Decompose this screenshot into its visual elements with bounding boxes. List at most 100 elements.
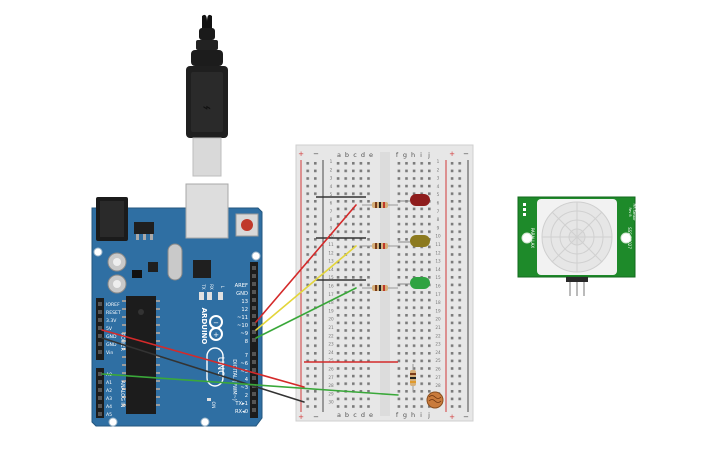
rail-minus-label-bl: − <box>313 413 319 421</box>
pin-label-5: ~5 <box>240 369 248 375</box>
pin-label-a3: A3 <box>106 396 112 402</box>
row-number: 29 <box>328 391 334 396</box>
pin-label-7: 7 <box>245 353 248 359</box>
wire-5v[interactable] <box>101 329 305 388</box>
rail-plus-label-bl: + <box>298 413 304 421</box>
row-number: 13 <box>328 259 334 264</box>
row-number: 21 <box>328 325 334 330</box>
tx-label: TX <box>201 283 206 289</box>
breadboard[interactable]: + − + − + − + − a b c d e f g h i j a b … <box>295 144 474 422</box>
row-number: 20 <box>435 317 441 322</box>
pir-sensor[interactable]: PARALLAX SSS-28027 PIR Sensor Rev B <box>517 196 636 296</box>
pin-label-3v3: 3.3V <box>106 318 117 324</box>
row-number: 14 <box>435 267 441 272</box>
svg-text:UNO: UNO <box>215 357 225 377</box>
col-label-g: g <box>403 151 407 159</box>
row-number: 6 <box>330 201 333 206</box>
row-number: 4 <box>330 184 333 189</box>
row-number: 23 <box>435 342 441 347</box>
atmega-chip <box>126 296 156 414</box>
resistor-1[interactable] <box>362 202 398 208</box>
rail-minus-label-tl: − <box>313 150 319 158</box>
resistor-ldr[interactable] <box>410 364 416 392</box>
led-green[interactable] <box>398 277 430 289</box>
pin-label-9: ~9 <box>240 331 248 337</box>
on-label: ON <box>210 402 216 409</box>
row-number: 1 <box>330 159 333 164</box>
on-led <box>207 398 211 401</box>
col-label-a-bottom: a <box>337 411 341 419</box>
left-power-rail[interactable] <box>304 160 320 412</box>
rail-minus-label-tr: − <box>463 150 469 158</box>
pin-label-12: 12 <box>241 307 248 313</box>
pin-label-0: RX◂0 <box>235 409 248 415</box>
wire-a0[interactable] <box>101 373 399 396</box>
row-number: 22 <box>328 333 334 338</box>
pin-label-3: ~3 <box>240 385 248 391</box>
analog-label: ANALOG IN <box>119 381 125 408</box>
col-label-h-bottom: h <box>411 411 415 419</box>
wire-pin9-green-led[interactable] <box>255 287 357 339</box>
col-label-b: b <box>345 151 349 159</box>
resistor-3[interactable] <box>362 285 398 291</box>
col-label-d: d <box>361 151 365 159</box>
grid-left-a-e[interactable] <box>336 159 374 409</box>
row-number: 8 <box>437 217 440 222</box>
usb-port <box>185 183 229 239</box>
svg-text:+: + <box>213 331 219 339</box>
pin-label-8: 8 <box>245 339 248 345</box>
pin-label-gnd: GND <box>236 291 248 297</box>
row-number: 3 <box>437 176 440 181</box>
wire-pin11-red-led[interactable] <box>255 204 357 323</box>
col-label-c: c <box>353 151 357 159</box>
pin-label-6: ~6 <box>240 361 248 367</box>
photoresistor[interactable] <box>426 391 444 409</box>
row-number: 6 <box>437 201 440 206</box>
pin-label-5v: 5V <box>106 326 113 332</box>
fresnel-lens <box>542 202 612 272</box>
pin-label-reset: RESET <box>106 310 121 316</box>
col-label-e-bottom: e <box>369 411 373 419</box>
col-label-i-bottom: i <box>420 411 422 419</box>
wire-pin10-yellow-led[interactable] <box>255 245 357 331</box>
col-label-b-bottom: b <box>345 411 349 419</box>
rx-label: RX <box>209 284 214 290</box>
row-number: 9 <box>330 225 333 230</box>
pin-label-11: ~11 <box>237 315 248 321</box>
led-red[interactable] <box>398 194 430 206</box>
row-number: 5 <box>330 192 333 197</box>
col-label-e: e <box>369 151 373 159</box>
rx-led <box>207 292 212 300</box>
row-number: 20 <box>328 317 334 322</box>
row-number: 17 <box>328 292 334 297</box>
row-number: 11 <box>328 242 334 247</box>
pir-side-label: PIR Sensor <box>632 203 636 221</box>
right-power-rail[interactable] <box>450 160 466 412</box>
row-number: 27 <box>328 375 334 380</box>
row-number: 4 <box>437 184 440 189</box>
row-number: 27 <box>435 375 441 380</box>
arduino-uno-board[interactable]: AREF GND 13 12 ~11 ~10 ~9 8 7 ~6 ~5 4 ~3… <box>91 183 263 427</box>
row-number: 19 <box>435 308 441 313</box>
pin-label-gnd2: GND <box>106 342 117 348</box>
row-number: 19 <box>328 308 334 313</box>
pir-jumper <box>523 203 526 216</box>
row-number: 28 <box>435 383 441 388</box>
pin-label-4: 4 <box>245 377 249 383</box>
col-label-i: i <box>420 151 422 159</box>
brand-label: ARDUINO <box>200 308 208 345</box>
l-led <box>218 292 223 300</box>
row-number: 21 <box>435 325 441 330</box>
wire-gnd[interactable] <box>101 337 305 403</box>
pin-label-13: 13 <box>241 299 248 305</box>
led-yellow[interactable] <box>398 235 430 247</box>
row-number: 14 <box>328 267 334 272</box>
row-number: 12 <box>435 250 441 255</box>
col-label-j: j <box>427 151 430 159</box>
resistor-2[interactable] <box>362 243 398 249</box>
row-number: 9 <box>437 225 440 230</box>
row-number: 5 <box>437 192 440 197</box>
row-number: 15 <box>328 275 334 280</box>
col-label-g-bottom: g <box>403 411 407 419</box>
